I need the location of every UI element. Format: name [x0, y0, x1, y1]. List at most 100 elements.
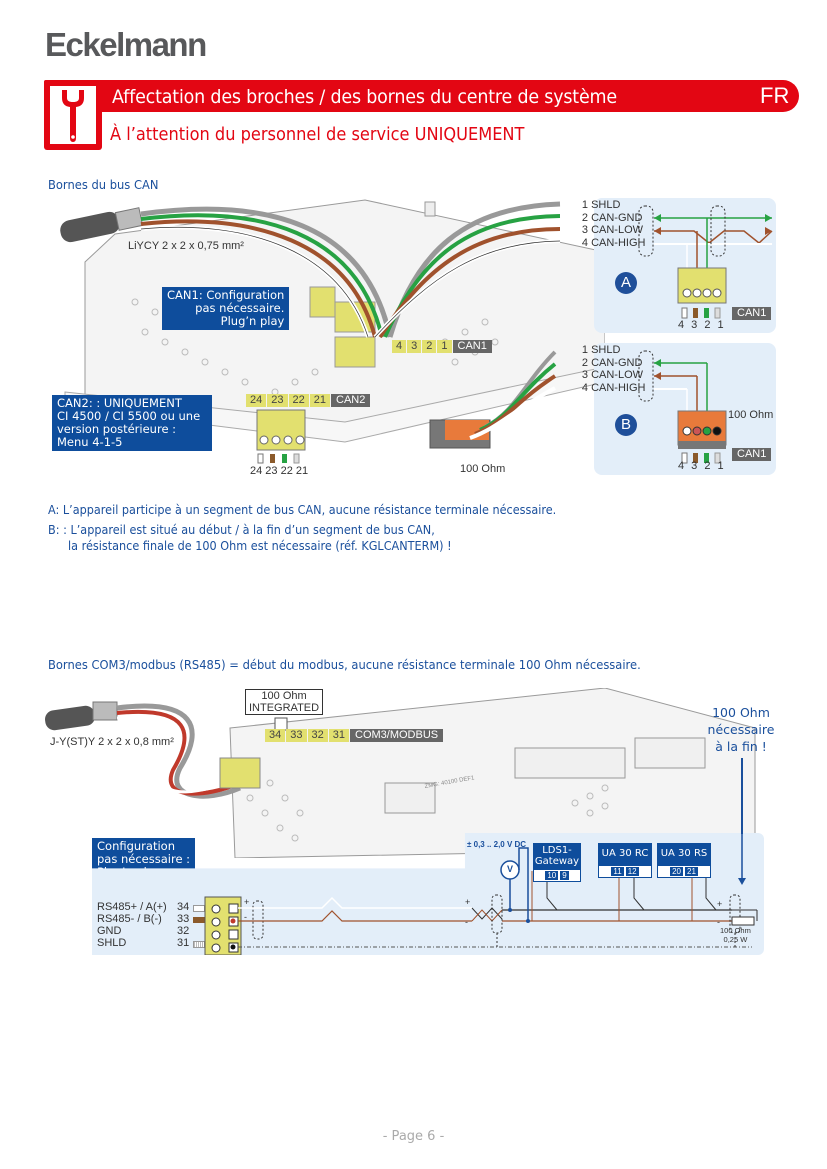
end-note-line: 100 Ohm — [712, 705, 770, 720]
pin-number: 3 — [581, 369, 588, 381]
panel-b-connector-label: CAN1 — [732, 448, 772, 461]
config-box-line: Configuration — [97, 839, 175, 853]
terminal-block-label: COM3/MODBUS — [350, 729, 444, 742]
terminal-number: 21 — [309, 394, 330, 407]
terminal-number: 34 — [265, 729, 286, 742]
terminal-number: 24 — [246, 394, 267, 407]
config-box-line: pas nécessaire : — [97, 852, 191, 866]
pin-number: 2 — [581, 211, 588, 224]
panel-b-resistor-label: 100 Ohm — [728, 409, 774, 421]
end-resistor-note: 100 Ohm nécessaire à la fin ! — [696, 704, 786, 755]
header-bar — [44, 80, 799, 112]
pin-number: 4 — [581, 236, 588, 249]
panel-b-pin-list: 1 SHLD 2 CAN-GND 3 CAN-LOW 4 CAN-HIGH — [566, 344, 656, 394]
end-note-arrow — [741, 758, 743, 834]
pin-name: SHLD — [591, 199, 621, 211]
terminal-number: 3 — [407, 340, 422, 353]
end-minus-sign: - — [717, 917, 720, 927]
panel-a-pin-numbers: 4 3 2 1 — [678, 319, 726, 331]
pin-number: 2 — [581, 356, 588, 369]
terminal-number: 2 — [422, 340, 437, 353]
connector-label: CAN1 — [732, 307, 772, 320]
can2-info-line: CI 4500 / CI 5500 ou une — [57, 409, 201, 423]
terminal-number: 32 — [307, 729, 328, 742]
pin-number: 1 — [581, 199, 588, 211]
end-resistor-label: 100 Ohm 0,25 W — [720, 926, 751, 944]
device-ua30rc: UA 30 RC 11 12 — [598, 843, 652, 878]
pin-number: 3 — [581, 224, 588, 236]
note-a: A: L’appareil participe à un segment de … — [48, 502, 557, 517]
modbus-section-title: Bornes COM3/modbus (RS485) = début du mo… — [48, 657, 641, 672]
can2-pin-numbers: 24 23 22 21 — [250, 465, 309, 477]
terminal-number: 1 — [437, 340, 452, 353]
minus-sign: - — [244, 912, 247, 922]
device-name: UA 30 RS — [657, 843, 711, 865]
language-badge: FR — [760, 83, 790, 108]
can1-info-line: CAN1: Configuration — [167, 288, 285, 302]
device-ua30rs: UA 30 RS 20 21 — [657, 843, 711, 878]
pin-name: CAN-GND — [591, 356, 643, 369]
can2-info-line: CAN2: : UNIQUEMENT — [57, 396, 182, 410]
pin-name: CAN-LOW — [591, 224, 644, 236]
com3-terminal-block: 34 33 32 31 COM3/MODBUS — [265, 729, 444, 742]
terminal-block-label: CAN1 — [452, 340, 492, 353]
pin-name: CAN-LOW — [591, 369, 644, 381]
connector-label: CAN1 — [732, 448, 772, 461]
note-b: B: : L’appareil est situé au début / à l… — [48, 522, 435, 537]
device-terminal-plus: 9 — [560, 871, 569, 880]
badge-b: B — [615, 414, 637, 436]
page-title: Affectation des broches / des bornes du … — [112, 86, 617, 108]
panel-a-pin-list: 1 SHLD 2 CAN-GND 3 CAN-LOW 4 CAN-HIGH — [566, 199, 656, 249]
modbus-wiring-diagram: + - + - + - — [204, 833, 758, 955]
bus-minus-sign: - — [465, 917, 468, 927]
can-section-title: Bornes du bus CAN — [48, 177, 159, 192]
pin-number: 1 — [581, 344, 588, 356]
pin-name: SHLD — [591, 344, 621, 356]
pin-name: RS485+ / A(+) — [97, 901, 167, 913]
plus-sign: + — [244, 897, 249, 907]
can-resistor-plug-label: 100 Ohm — [460, 463, 506, 475]
pin-name: CAN-HIGH — [591, 381, 646, 394]
brand-logo: Eckelmann — [45, 26, 207, 63]
end-note-line: à la fin ! — [715, 739, 767, 754]
pin-name: GND — [97, 925, 122, 937]
pin-number: 33 — [177, 913, 190, 925]
device-name: Gateway — [534, 856, 580, 867]
end-resistor-power: 0,25 W — [723, 935, 748, 944]
pin-name: CAN-HIGH — [591, 236, 646, 249]
integrated-box-line: 100 Ohm — [261, 690, 307, 702]
device-terminal-minus: 10 — [545, 871, 559, 880]
device-terminal-plus: 21 — [685, 867, 698, 876]
device-terminal-minus: 20 — [670, 867, 683, 876]
panel-b-pin-numbers: 4 3 2 1 — [678, 460, 726, 472]
voltmeter-label: V — [506, 864, 513, 874]
badge-a: A — [615, 272, 637, 294]
can1-terminal-block: 4 3 2 1 CAN1 — [392, 340, 493, 353]
can2-terminal-block: 24 23 22 21 CAN2 — [246, 394, 371, 407]
device-name: LDS1- — [542, 845, 572, 856]
page-subtitle: À l’attention du personnel de service UN… — [110, 124, 525, 145]
can2-info-line: Menu 4-1-5 — [57, 435, 123, 449]
can-cable-label: LiYCY 2 x 2 x 0,75 mm² — [128, 240, 244, 252]
device-lds1-gateway: LDS1- Gateway 10 9 — [533, 843, 581, 882]
device-name: UA 30 RC — [598, 843, 652, 865]
end-resistor-value: 100 Ohm — [720, 926, 751, 935]
bus-plus-sign: + — [465, 897, 470, 907]
device-terminal-minus: 11 — [611, 867, 624, 876]
can1-info-line: pas nécessaire. — [195, 301, 285, 315]
voltage-range: ± 0,3 .. 2,0 V DC — [467, 840, 527, 849]
can2-info-line: version postérieure : — [57, 422, 177, 436]
wire-color-brown — [193, 917, 205, 923]
pin-number: 34 — [177, 901, 190, 913]
terminal-number: 33 — [286, 729, 307, 742]
terminal-number: 4 — [392, 340, 407, 353]
pin-name: SHLD — [97, 937, 127, 949]
pin-number: 4 — [581, 381, 588, 394]
terminal-block-label: CAN2 — [331, 394, 371, 407]
end-note-line: nécessaire — [707, 722, 775, 737]
note-b-continued: la résistance finale de 100 Ohm est néce… — [68, 538, 452, 553]
integrated-resistor-box: 100 Ohm INTEGRATED — [245, 689, 324, 715]
panel-a-wiring — [638, 205, 773, 319]
page-number: - Page 6 - — [382, 1129, 445, 1144]
